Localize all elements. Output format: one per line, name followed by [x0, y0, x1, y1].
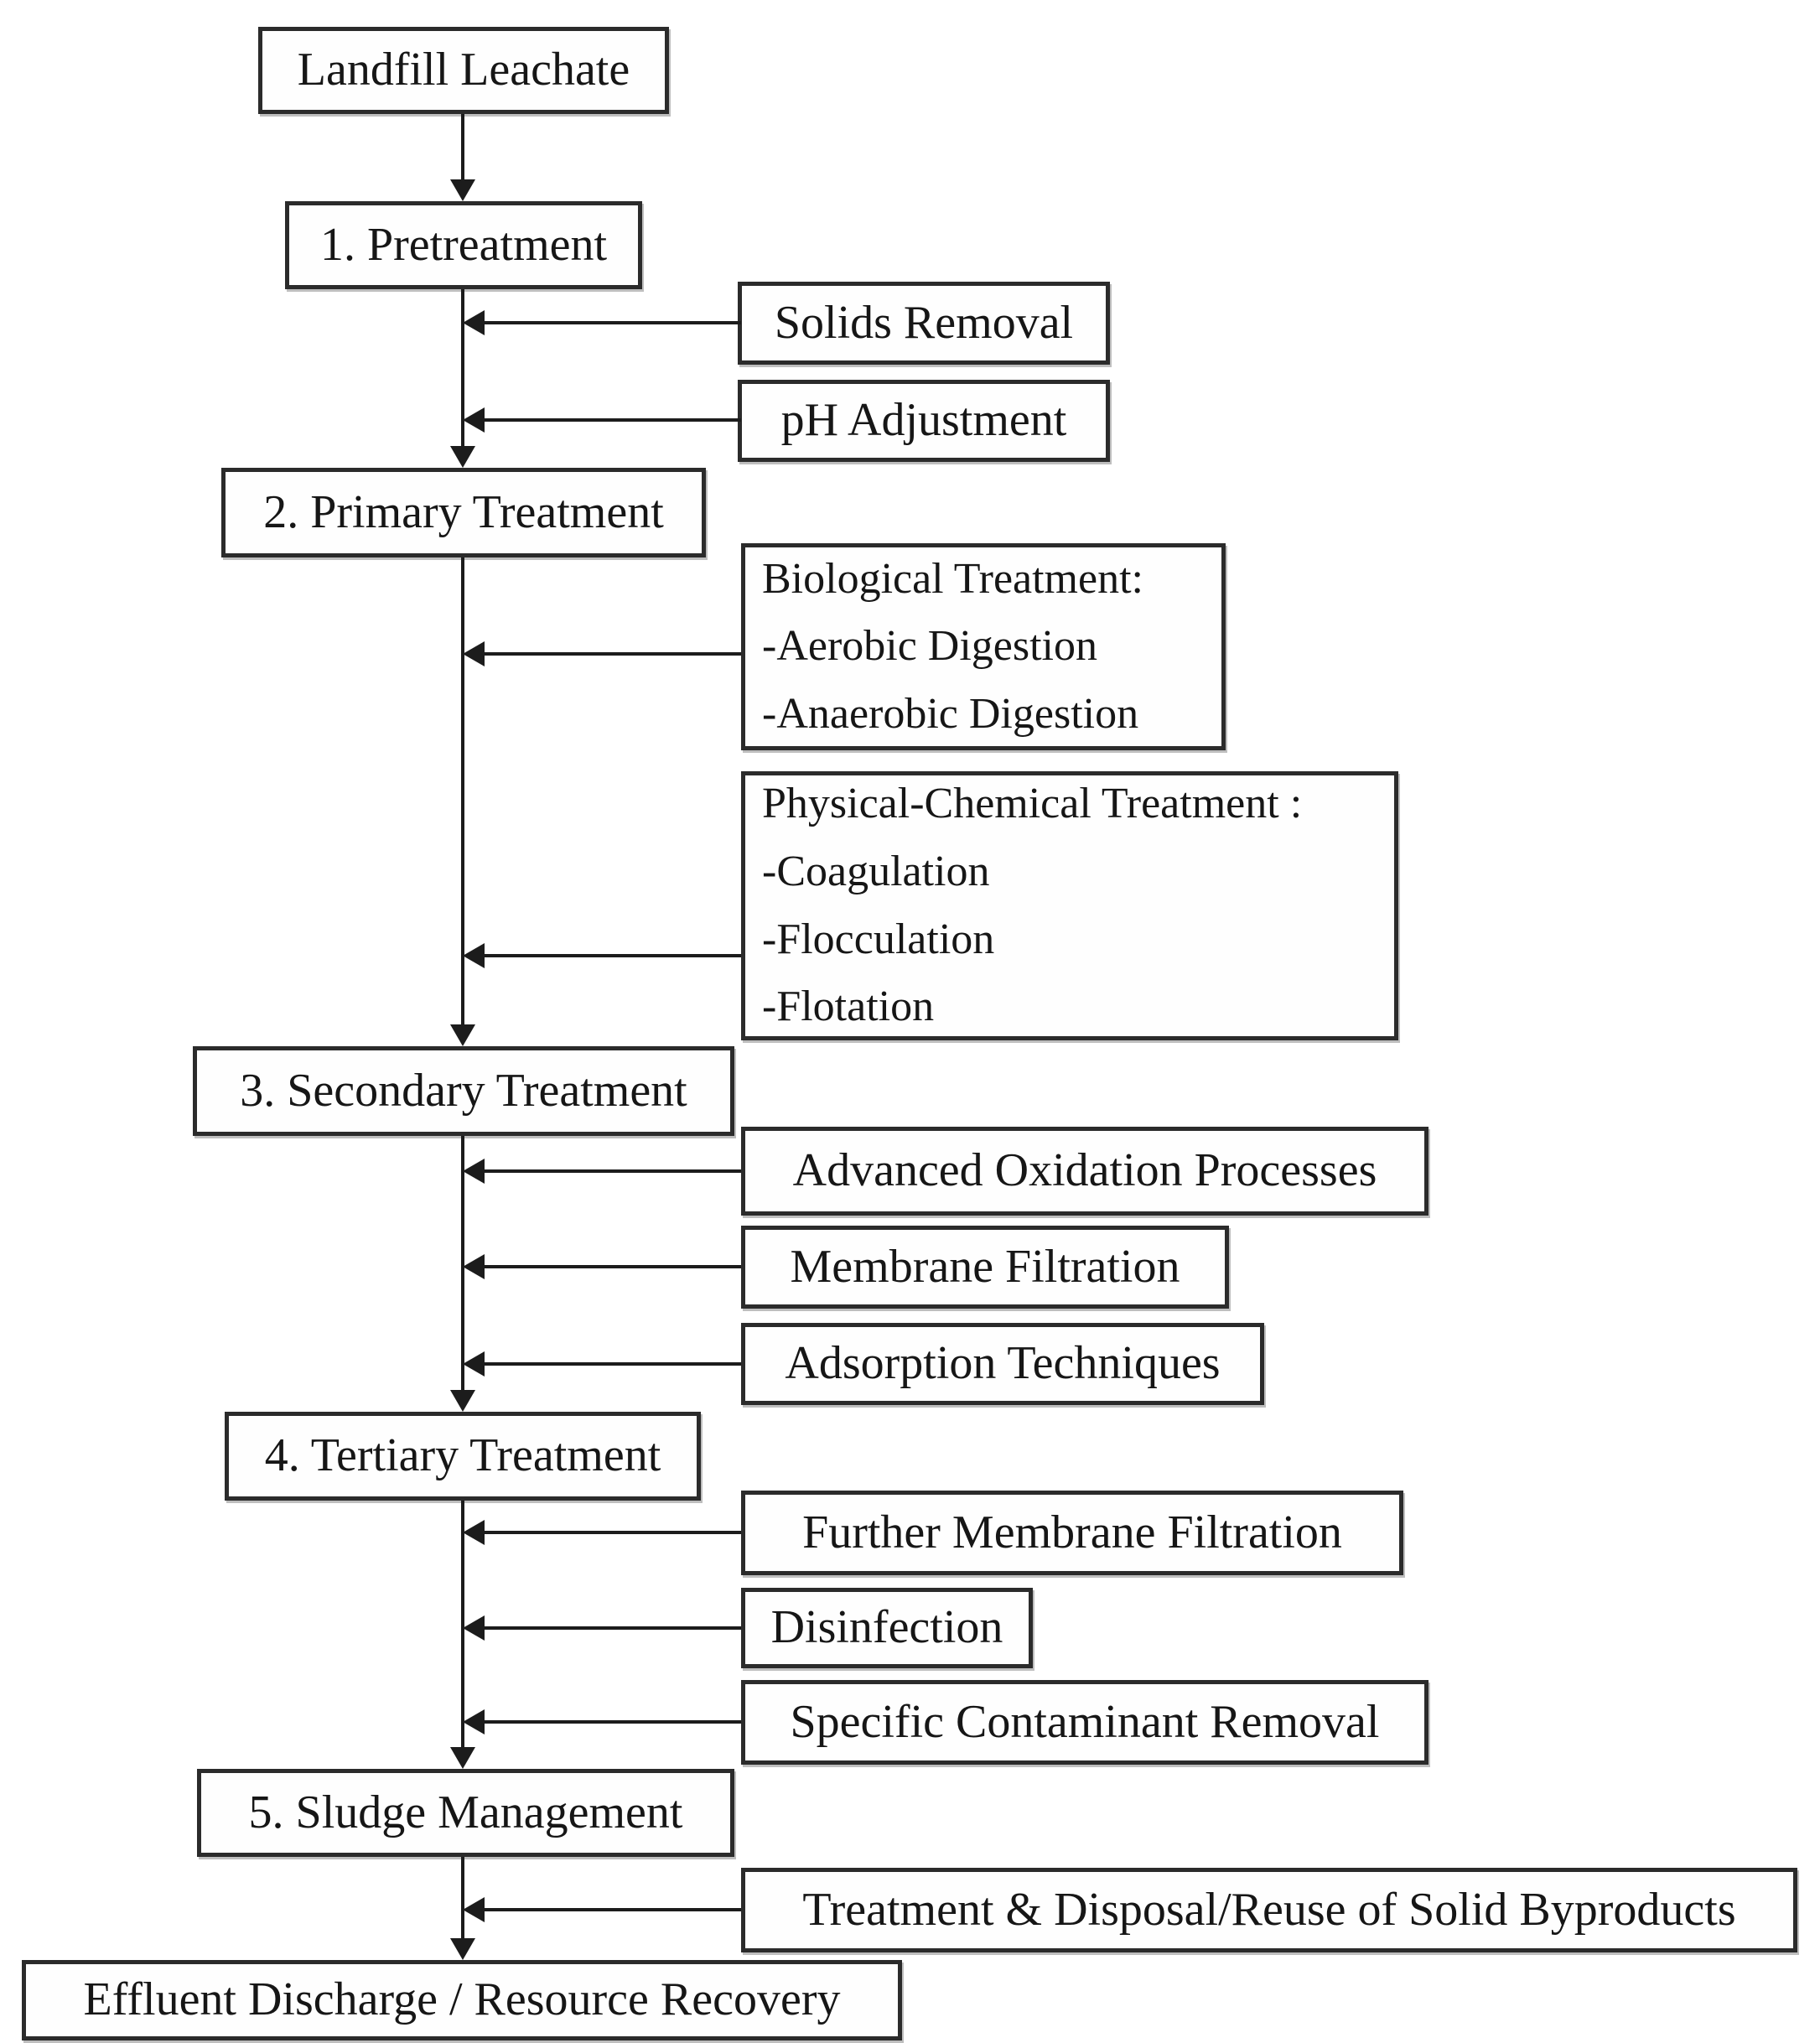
- arrow-physical-chemical-input: [485, 954, 741, 957]
- node-sludge-management: 5. Sludge Management: [197, 1769, 734, 1857]
- node-physical-chemical-item: -Flocculation: [762, 915, 995, 963]
- node-primary-treatment: 2. Primary Treatment: [221, 468, 706, 557]
- node-treatment-disposal-reuse: Treatment & Disposal/Reuse of Solid Bypr…: [741, 1868, 1797, 1952]
- node-biological-treatment: Biological Treatment: -Aerobic Digestion…: [741, 543, 1226, 750]
- arrow-primary-to-secondary: [461, 557, 464, 1026]
- arrowhead-down-icon: [450, 1938, 475, 1960]
- node-advanced-oxidation: Advanced Oxidation Processes: [741, 1127, 1429, 1216]
- arrow-landfill-to-pretreatment: [461, 114, 464, 183]
- node-specific-contaminant-removal: Specific Contaminant Removal: [741, 1680, 1429, 1765]
- arrowhead-left-icon: [463, 1254, 485, 1279]
- arrowhead-left-icon: [463, 943, 485, 968]
- node-secondary-treatment: 3. Secondary Treatment: [193, 1046, 734, 1136]
- arrowhead-left-icon: [463, 641, 485, 666]
- node-effluent-discharge: Effluent Discharge / Resource Recovery: [22, 1960, 902, 2040]
- node-biological-treatment-title: Biological Treatment:: [762, 554, 1143, 603]
- node-further-membrane-filtration: Further Membrane Filtration: [741, 1491, 1403, 1575]
- node-landfill-leachate: Landfill Leachate: [258, 27, 669, 114]
- arrowhead-left-icon: [463, 1615, 485, 1641]
- node-membrane-filtration: Membrane Filtration: [741, 1226, 1229, 1309]
- arrow-treatment-disposal-input: [485, 1908, 741, 1911]
- arrowhead-left-icon: [463, 310, 485, 335]
- node-tertiary-treatment: 4. Tertiary Treatment: [225, 1412, 701, 1501]
- arrowhead-down-icon: [450, 1390, 475, 1412]
- arrow-further-membrane-input: [485, 1531, 741, 1534]
- node-adsorption-techniques: Adsorption Techniques: [741, 1323, 1264, 1405]
- arrowhead-down-icon: [450, 446, 475, 468]
- node-physical-chemical-item: -Flotation: [762, 983, 935, 1031]
- node-solids-removal: Solids Removal: [738, 282, 1110, 365]
- arrow-membrane-filtration-input: [485, 1265, 741, 1268]
- node-physical-chemical-title: Physical-Chemical Treatment :: [762, 780, 1303, 828]
- arrow-disinfection-input: [485, 1626, 741, 1630]
- arrowhead-left-icon: [463, 407, 485, 433]
- arrow-pretreatment-to-primary: [461, 289, 464, 448]
- node-disinfection: Disinfection: [741, 1588, 1033, 1668]
- node-physical-chemical-treatment: Physical-Chemical Treatment : -Coagulati…: [741, 771, 1398, 1040]
- node-pretreatment: 1. Pretreatment: [285, 201, 642, 289]
- arrowhead-down-icon: [450, 179, 475, 201]
- arrowhead-left-icon: [463, 1351, 485, 1377]
- arrow-advanced-oxidation-input: [485, 1169, 741, 1173]
- arrow-adsorption-techniques-input: [485, 1362, 741, 1366]
- arrowhead-left-icon: [463, 1159, 485, 1184]
- arrowhead-down-icon: [450, 1024, 475, 1046]
- arrow-ph-adjustment-input: [485, 418, 741, 422]
- node-ph-adjustment: pH Adjustment: [738, 380, 1110, 462]
- node-physical-chemical-item: -Coagulation: [762, 847, 990, 895]
- node-biological-treatment-item: -Aerobic Digestion: [762, 622, 1098, 671]
- arrowhead-left-icon: [463, 1709, 485, 1734]
- arrow-biological-treatment-input: [485, 652, 741, 656]
- arrowhead-down-icon: [450, 1747, 475, 1769]
- arrow-specific-contaminant-input: [485, 1720, 741, 1724]
- arrowhead-left-icon: [463, 1897, 485, 1922]
- node-biological-treatment-item: -Anaerobic Digestion: [762, 689, 1139, 738]
- arrowhead-left-icon: [463, 1520, 485, 1545]
- arrow-solids-removal-input: [485, 321, 741, 324]
